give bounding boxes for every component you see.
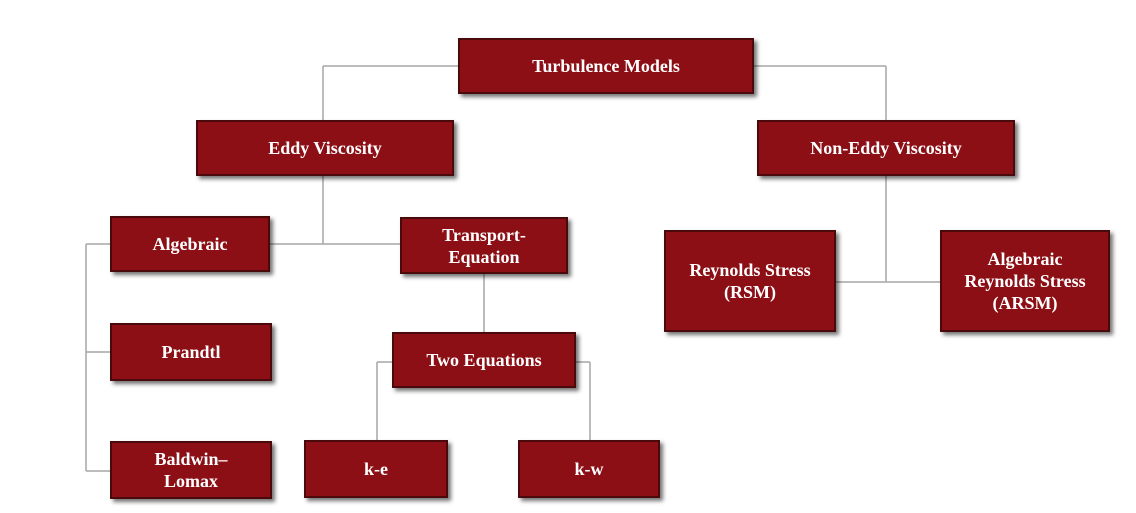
node-reynolds-stress-rsm[interactable]: Reynolds Stress (RSM) <box>664 230 836 332</box>
node-algebraic[interactable]: Algebraic <box>110 216 270 272</box>
node-prandtl[interactable]: Prandtl <box>110 323 272 381</box>
node-eddy-viscosity[interactable]: Eddy Viscosity <box>196 120 454 176</box>
node-k-e[interactable]: k-e <box>304 440 448 498</box>
node-transport-equation[interactable]: Transport- Equation <box>400 217 568 274</box>
node-non-eddy-viscosity[interactable]: Non-Eddy Viscosity <box>757 120 1015 176</box>
node-k-w[interactable]: k-w <box>518 440 660 498</box>
node-turbulence-models[interactable]: Turbulence Models <box>458 38 754 94</box>
node-algebraic-reynolds-stress-arsm[interactable]: Algebraic Reynolds Stress (ARSM) <box>940 230 1110 332</box>
node-baldwin-lomax[interactable]: Baldwin– Lomax <box>110 441 272 499</box>
node-two-equations[interactable]: Two Equations <box>392 332 576 388</box>
